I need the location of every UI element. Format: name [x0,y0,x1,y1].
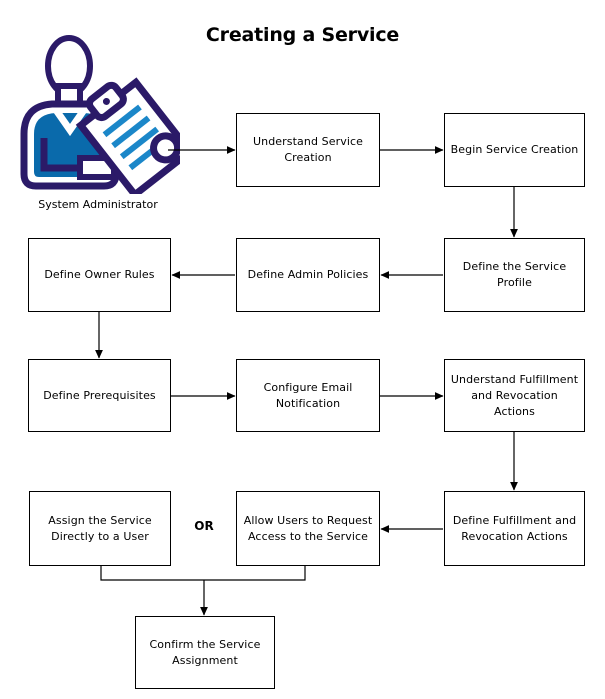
node-label: Understand Fulfillment and Revocation Ac… [450,372,579,418]
actor-label: System Administrator [38,198,158,211]
node-understand-fulfillment-and-revocation-actions[interactable]: Understand Fulfillment and Revocation Ac… [444,359,585,432]
node-label: Assign the Service Directly to a User [48,513,152,543]
node-label: Configure Email Notification [263,380,353,410]
node-understand-service-creation[interactable]: Understand Service Creation [236,113,380,187]
node-label: Begin Service Creation [450,143,579,156]
page-title: Creating a Service [205,24,400,46]
node-define-prerequisites[interactable]: Define Prerequisites [28,359,171,432]
edge-assign-merge [100,566,306,581]
node-begin-service-creation[interactable]: Begin Service Creation [444,113,585,187]
node-label: Define the Service Profile [462,260,567,289]
node-label: Allow Users to Request Access to the Ser… [243,513,373,543]
node-define-admin-policies[interactable]: Define Admin Policies [236,238,380,312]
node-label: Define Prerequisites [43,388,156,402]
node-label: Define Fulfillment and Revocation Action… [452,513,577,543]
node-define-fulfillment-and-revocation-actions[interactable]: Define Fulfillment and Revocation Action… [444,491,585,566]
node-allow-users-to-request-access[interactable]: Allow Users to Request Access to the Ser… [236,491,380,566]
node-configure-email-notification[interactable]: Configure Email Notification [236,359,380,432]
system-administrator-icon [20,35,180,194]
node-label: Define Owner Rules [44,268,155,281]
node-label: Confirm the Service Assignment [149,637,261,667]
node-label: Define Admin Policies [247,268,369,281]
node-define-owner-rules[interactable]: Define Owner Rules [28,238,171,312]
node-assign-the-service-directly-to-a-user[interactable]: Assign the Service Directly to a User [29,491,171,566]
node-define-the-service-profile[interactable]: Define the Service Profile [444,238,585,312]
or-label: OR [194,519,214,533]
node-label: Understand Service Creation [253,135,363,164]
node-confirm-the-service-assignment[interactable]: Confirm the Service Assignment [135,616,275,689]
